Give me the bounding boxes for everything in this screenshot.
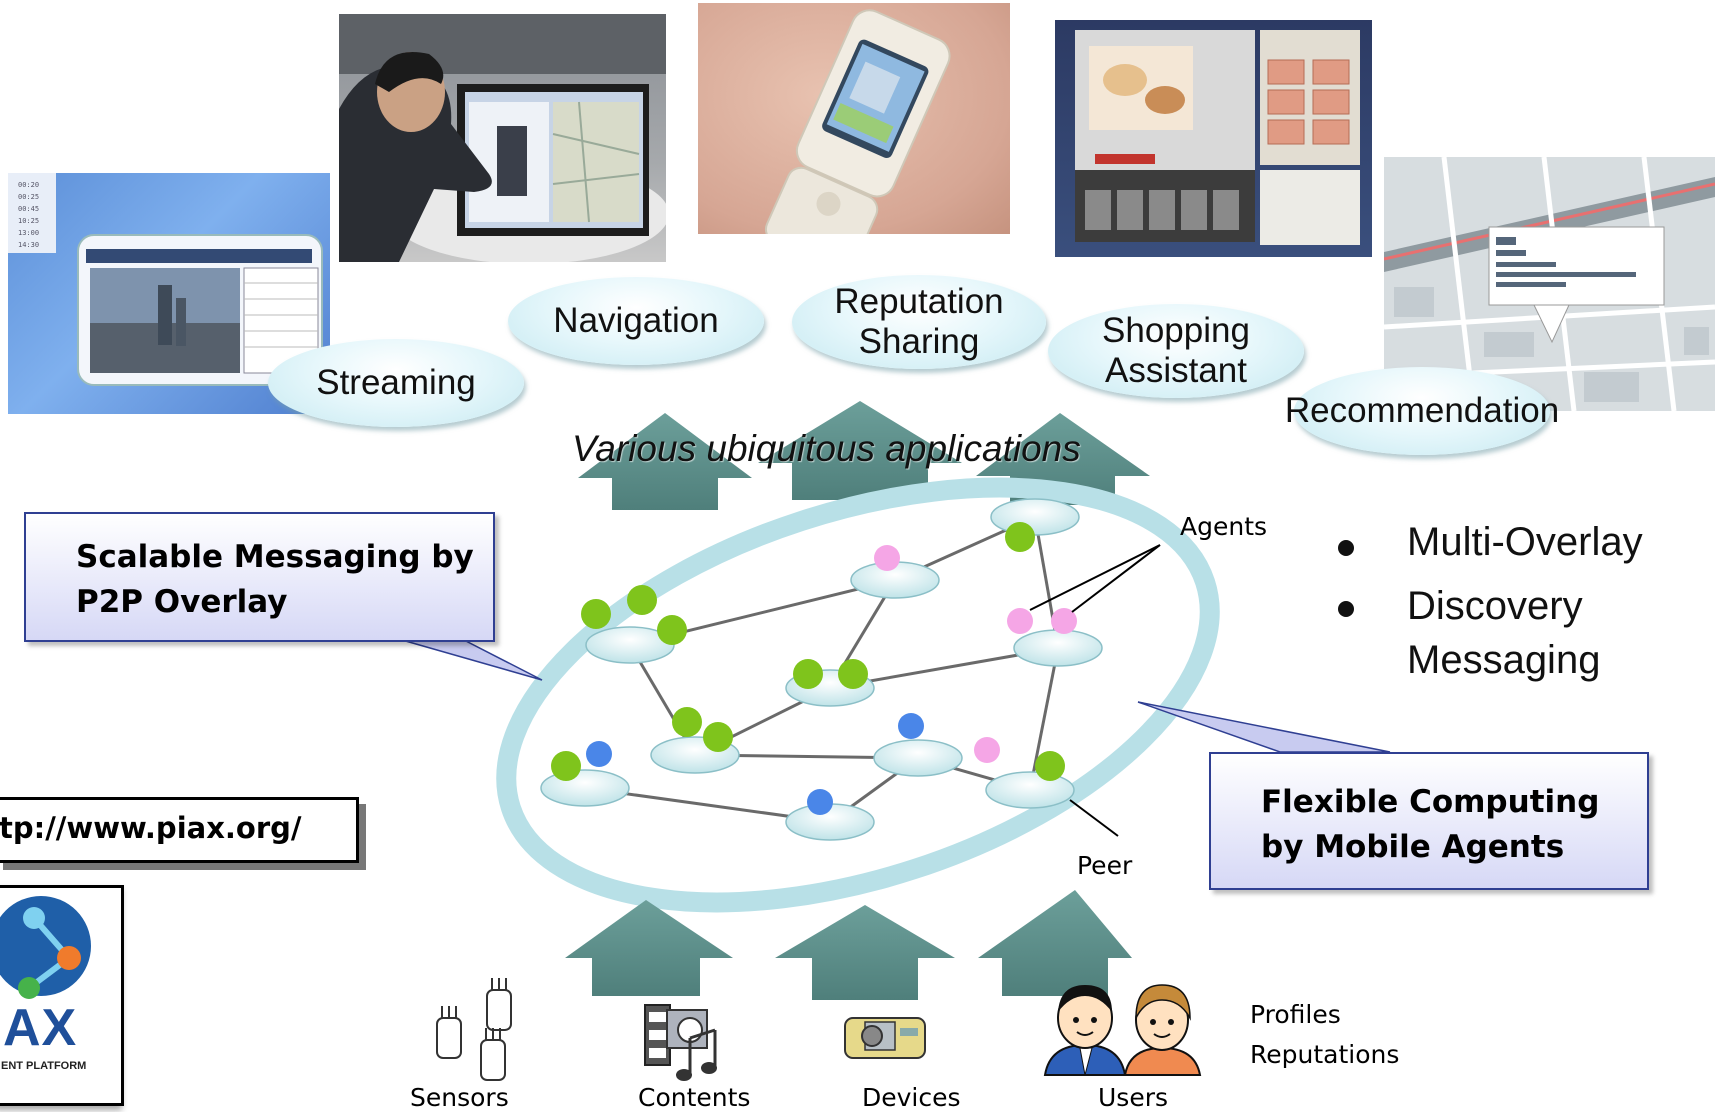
reputation-label-line2: Sharing <box>858 322 980 361</box>
reputations-label: Reputations <box>1250 1040 1400 1069</box>
green-agent <box>1035 751 1065 781</box>
bullet-messaging: Messaging <box>1407 638 1601 682</box>
url-box: tp://www.piax.org/ <box>0 797 359 863</box>
agents-pointer-line <box>1071 544 1161 613</box>
arrow-top-center <box>758 401 962 500</box>
peer-nodes <box>540 498 1103 841</box>
sensors-icon <box>436 978 512 1081</box>
blue-agent <box>807 789 833 815</box>
streaming-bubble: Streaming <box>268 339 524 427</box>
computing-callout-line1: Flexible Computing <box>1261 784 1600 820</box>
recommendation-bubble: Recommendation <box>1285 367 1559 455</box>
pink-agent <box>874 545 900 571</box>
pink-agent <box>974 737 1000 763</box>
computing-callout-line2: by Mobile Agents <box>1261 829 1565 865</box>
arrow-bottom-center <box>775 905 955 1000</box>
shopping-label-line1: Shopping <box>1102 310 1250 350</box>
peer-node <box>1013 629 1103 667</box>
peer-node <box>540 769 630 807</box>
agents-pointer-line <box>1029 544 1161 611</box>
arrow-bottom-right <box>978 890 1132 996</box>
navigation-bubble: Navigation <box>508 277 764 365</box>
computing-callout: Flexible Computing by Mobile Agents <box>1209 752 1649 890</box>
piax-logo: AX ENT PLATFORM <box>0 885 124 1106</box>
shopping-label-line2: Assistant <box>1105 351 1247 390</box>
green-agent <box>703 722 733 752</box>
green-agent <box>581 599 611 629</box>
svg-text:00:25: 00:25 <box>18 193 39 201</box>
green-agent <box>551 751 581 781</box>
green-agent <box>627 585 657 615</box>
blue-agent <box>586 741 612 767</box>
svg-text:13:00: 13:00 <box>18 229 39 237</box>
arrow-top-left <box>578 413 752 510</box>
peer-node <box>585 626 675 664</box>
arrow-bottom-left <box>565 900 733 996</box>
devices-label: Devices <box>862 1083 961 1112</box>
users-label: Users <box>1098 1083 1169 1112</box>
profiles-label: Profiles <box>1250 1000 1341 1029</box>
agents-label: Agents <box>1180 512 1268 541</box>
piax-logo-subtext: ENT PLATFORM <box>1 1060 87 1072</box>
computing-callout-pointer <box>1137 701 1391 753</box>
contents-icon <box>644 1004 717 1081</box>
peer-label: Peer <box>1077 851 1133 880</box>
streaming-photo: 00:20 00:25 00:45 10:25 13:00 14:30 <box>8 173 330 414</box>
url-text[interactable]: tp://www.piax.org/ <box>0 811 302 845</box>
peer-pointer-line <box>1069 799 1119 837</box>
bullet-discovery: Discovery <box>1407 584 1583 628</box>
recommendation-label: Recommendation <box>1284 390 1560 430</box>
users-icon <box>1043 984 1202 1076</box>
bullet-dot-2 <box>1338 601 1354 617</box>
streaming-label: Streaming <box>316 362 476 402</box>
peer-node <box>873 739 963 777</box>
bullet-dot-1 <box>1338 540 1354 556</box>
phone-photo <box>698 3 1010 234</box>
kiosk-photo <box>339 14 666 262</box>
overlay-ring <box>496 477 1220 913</box>
messaging-callout-line1: Scalable Messaging by <box>76 539 474 575</box>
peer-node <box>985 771 1075 809</box>
green-agent <box>793 659 823 689</box>
reputation-sharing-bubble: Reputation Sharing <box>792 275 1046 369</box>
shopping-photo <box>1055 20 1372 257</box>
green-agent <box>672 707 702 737</box>
peer-node <box>990 498 1080 536</box>
devices-icon <box>844 1017 926 1059</box>
up-arrows-bottom <box>565 890 1132 1000</box>
applications-caption: Various ubiquitous applications <box>572 428 1081 469</box>
blue-agents <box>586 713 924 815</box>
pink-agents <box>874 545 1077 763</box>
green-agents <box>551 522 1065 781</box>
sensors-label: Sensors <box>410 1083 509 1112</box>
blue-agent <box>898 713 924 739</box>
green-agent <box>1005 522 1035 552</box>
piax-logo-mark <box>0 896 91 999</box>
reputation-label-line1: Reputation <box>834 281 1004 321</box>
messaging-callout: Scalable Messaging by P2P Overlay <box>24 512 495 642</box>
green-agent <box>838 659 868 689</box>
messaging-callout-line2: P2P Overlay <box>76 584 288 620</box>
pink-agent <box>1007 608 1033 634</box>
svg-text:00:45: 00:45 <box>18 205 39 213</box>
bullet-multi-overlay: Multi-Overlay <box>1407 520 1643 564</box>
navigation-label: Navigation <box>553 300 719 340</box>
svg-text:14:30: 14:30 <box>18 241 39 249</box>
svg-text:10:25: 10:25 <box>18 217 39 225</box>
piax-logo-text: AX <box>3 999 78 1057</box>
green-agent <box>657 615 687 645</box>
pink-agent <box>1051 608 1077 634</box>
shopping-assistant-bubble: Shopping Assistant <box>1048 304 1304 398</box>
messaging-callout-pointer <box>394 637 543 681</box>
pointer-lines <box>1029 544 1161 837</box>
contents-label: Contents <box>638 1083 751 1112</box>
svg-text:00:20: 00:20 <box>18 181 39 189</box>
